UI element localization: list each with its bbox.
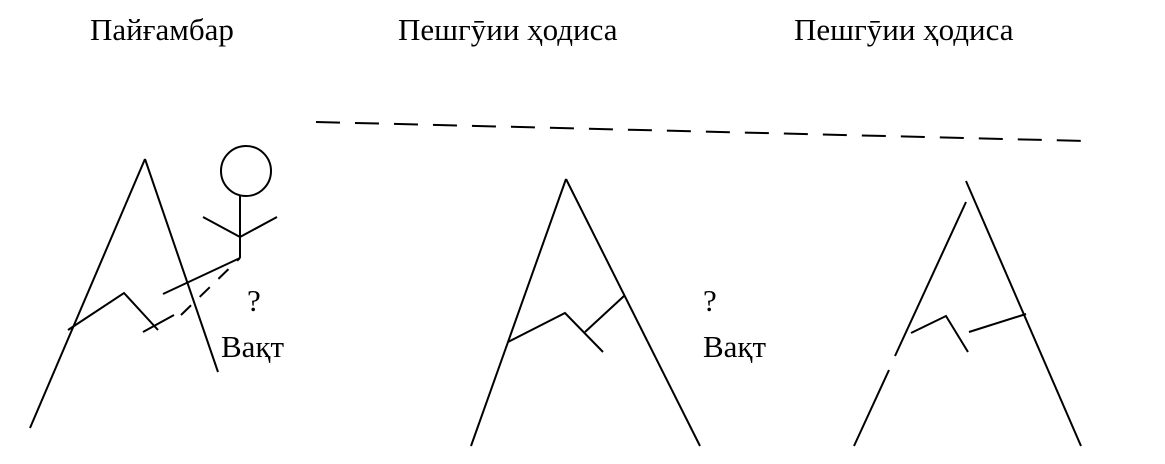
heading-prediction-2: Пешгӯии ҳодиса <box>794 12 1014 47</box>
mountain-1-path <box>67 291 159 331</box>
mountain-1-left-slope <box>29 158 146 429</box>
question-mark-1: ? <box>247 283 261 318</box>
mountain-1-ledge <box>142 314 175 333</box>
mountain-1 <box>29 158 219 429</box>
prophet-right-arm <box>239 216 278 238</box>
heading-prophet: Пайғамбар <box>90 12 234 47</box>
time-label-1: Вақт <box>221 329 285 364</box>
mountain-2-branch <box>584 295 625 333</box>
mountain-3-path <box>910 314 969 353</box>
mountain-3-right-slope <box>965 180 1082 447</box>
mountain-2-right-slope <box>565 178 701 447</box>
mountain-2 <box>470 178 701 447</box>
prophet-sight-line <box>162 257 241 295</box>
question-mark-2: ? <box>703 283 717 318</box>
prophet-figure <box>162 145 278 316</box>
prophet-dashed-sight-line <box>180 257 241 316</box>
mountain-3-left-slope-upper <box>894 201 967 357</box>
mountain-3 <box>853 180 1082 447</box>
mountain-1-right-slope <box>144 158 219 373</box>
mountain-3-left-slope-lower <box>853 369 890 447</box>
prophet-left-arm <box>202 216 241 238</box>
time-label-2: Вақт <box>703 329 767 364</box>
heading-prediction-1: Пешгӯии ҳодиса <box>398 12 618 47</box>
mountain-3-branch <box>968 313 1027 333</box>
prophet-head <box>220 145 272 197</box>
mountain-2-path <box>507 311 604 353</box>
horizon-dashed-line <box>315 121 1087 142</box>
mountain-2-left-slope <box>470 178 567 447</box>
